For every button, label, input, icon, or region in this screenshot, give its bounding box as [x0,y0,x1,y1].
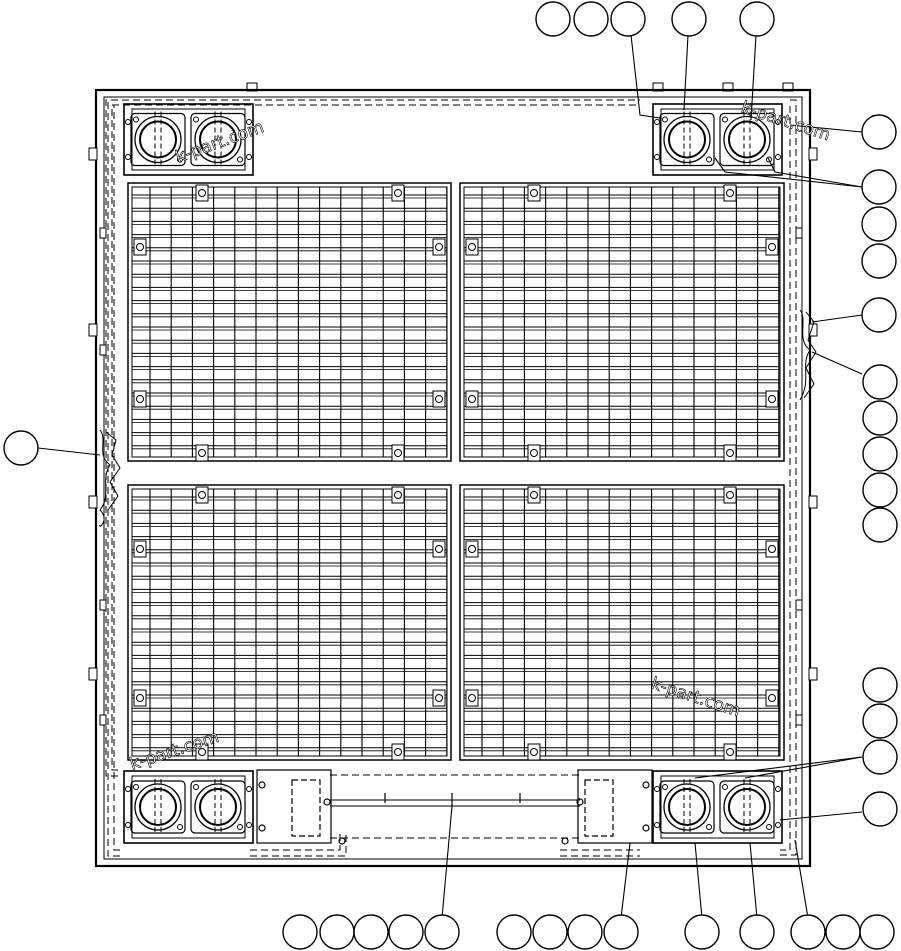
grille-clip [723,743,737,761]
connector-block [123,103,254,176]
callout-circle [684,914,720,950]
connector-socket [659,779,715,835]
callout-circle [671,1,707,37]
connector-socket [719,111,775,168]
connector-socket [719,779,775,835]
callout-circle [859,914,895,950]
callout-circle [861,206,897,242]
callout-circle [861,297,897,333]
callout-circle [739,1,775,37]
grille-clip [391,486,405,504]
callout-circle [282,914,318,950]
connector-block [123,770,254,844]
grille-clip [765,238,779,256]
callout-circle [862,791,898,827]
grille-clip [465,390,479,408]
grille-clip [432,238,446,256]
grille-clip [195,743,209,761]
callout-circles [3,1,898,950]
grille-clip [723,444,737,462]
callout-circle [603,914,639,950]
grille-clip [195,486,209,504]
callout-circle [739,914,775,950]
connector-socket [190,111,246,168]
callout-circle [862,436,898,472]
grille-clip [465,689,479,707]
frame-bolts [88,147,818,726]
callout-circle [3,430,39,466]
callout-circle [424,914,460,950]
connector-block [652,103,783,176]
grille-clip [723,184,737,202]
callout-circle [532,914,568,950]
grille-clip [465,540,479,558]
grille-clip [432,689,446,707]
grille-clip [432,540,446,558]
callout-circle [862,364,898,400]
callout-circle [861,169,897,205]
grille-clip [527,486,541,504]
callout-circle [610,1,646,37]
callout-circle [862,739,898,775]
grille-panel [127,182,452,462]
bottom-brackets [256,769,653,845]
grille-clip [465,238,479,256]
grille-clip [133,689,147,707]
connector-socket [190,779,246,835]
grille-clip [133,540,147,558]
callout-circle [862,400,898,436]
outer-frame [94,82,812,868]
grille-clip [195,444,209,462]
grille-panel [127,484,452,761]
grille-panels [127,182,785,761]
grille-clip [391,444,405,462]
grille-clip [527,184,541,202]
callout-circle [862,472,898,508]
grille-clip [765,689,779,707]
callout-circle [535,1,571,37]
callout-circle [862,507,898,543]
grille-clip [195,184,209,202]
connector-socket [130,779,186,835]
watermark-text: k-part.com [648,674,742,722]
wire-harness-route [105,99,797,857]
connector-socket [659,111,715,168]
grille-panel [459,182,785,462]
grille-clip [391,184,405,202]
leader-lines [37,34,863,919]
callout-circle [825,914,861,950]
connector-block [652,770,783,844]
callout-circle [496,914,532,950]
connector-blocks [123,103,783,844]
grille-clip [765,390,779,408]
callout-circle [862,667,898,703]
callout-circle [573,1,609,37]
grille-clip [527,743,541,761]
grille-clip [432,390,446,408]
callout-circle [861,114,897,150]
grille-clip [133,238,147,256]
grille-clip [765,540,779,558]
grille-clip [527,444,541,462]
callout-circle [567,914,603,950]
callout-circle [790,914,826,950]
grille-clip [723,486,737,504]
callout-circle [388,914,424,950]
callout-circle [861,243,897,279]
callout-circle [862,703,898,739]
callout-circle [319,914,355,950]
grille-clip [391,743,405,761]
connector-socket [130,111,186,168]
callout-circle [353,914,389,950]
grille-panel [459,484,785,761]
grille-clip [133,390,147,408]
